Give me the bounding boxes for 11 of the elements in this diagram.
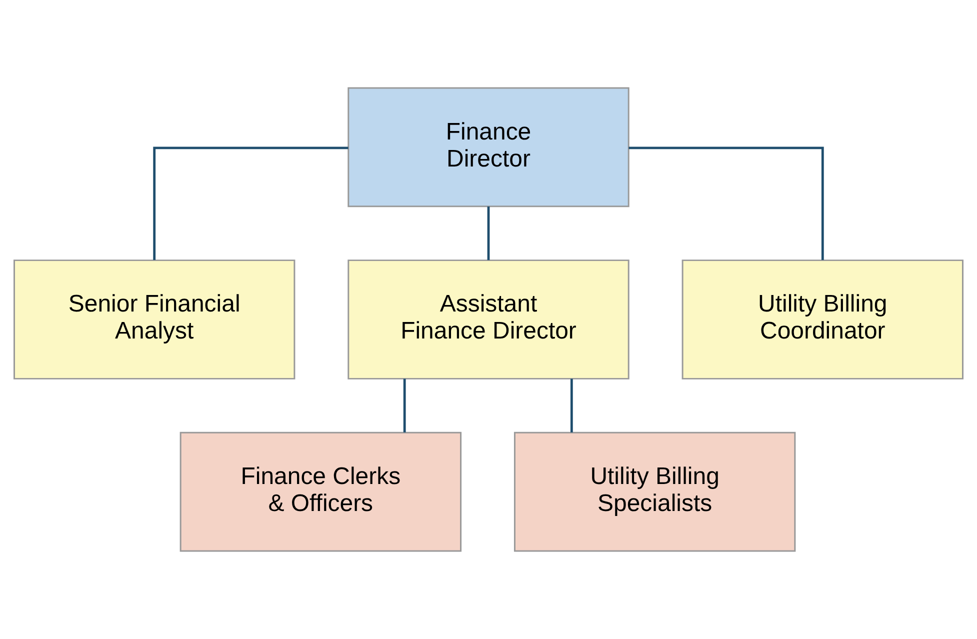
connector — [153, 146, 348, 260]
node-box: Senior Financial Analyst — [14, 260, 296, 380]
connector — [628, 146, 824, 260]
node-box: Assistant Finance Director — [348, 260, 630, 380]
node-box: Utility Billing Coordinator — [682, 260, 964, 380]
connector — [487, 206, 490, 260]
connector — [570, 378, 573, 432]
connector — [403, 378, 406, 432]
node-box: Finance Director — [348, 87, 630, 208]
node-box: Utility Billing Specialists — [514, 432, 796, 552]
node-box: Finance Clerks & Officers — [180, 432, 462, 552]
